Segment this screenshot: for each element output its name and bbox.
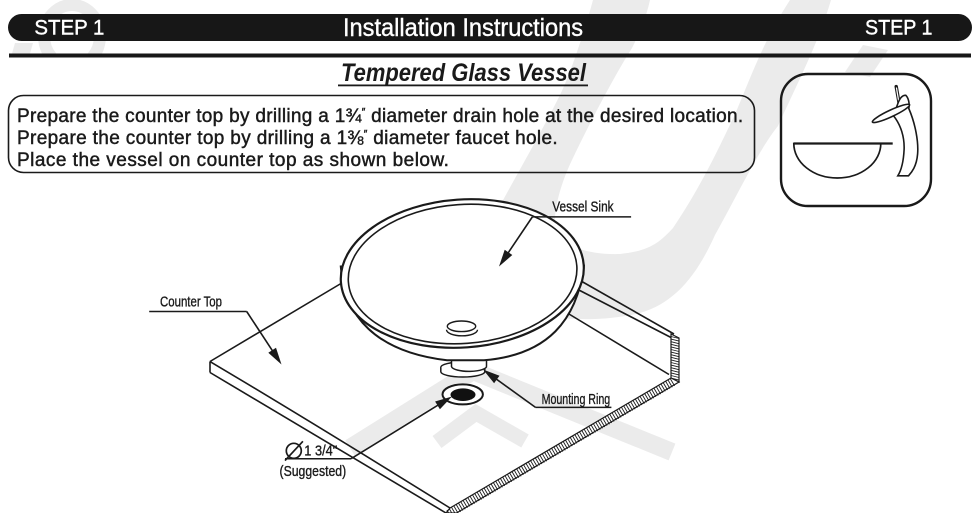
svg-text:STEP 1: STEP 1 [34,16,104,39]
svg-text:Mounting Ring: Mounting Ring [542,391,611,408]
svg-text:Counter Top: Counter Top [160,294,222,311]
svg-text:Place the vessel on counter to: Place the vessel on counter top as shown… [17,150,449,171]
svg-text:Tempered Glass Vessel: Tempered Glass Vessel [341,59,587,87]
svg-text:1 3/4": 1 3/4" [304,443,337,460]
svg-text:Installation Instructions: Installation Instructions [343,14,583,42]
svg-text:Vessel Sink: Vessel Sink [552,198,614,215]
svg-text:STEP 1: STEP 1 [865,16,933,39]
svg-text:Prepare the counter top by dri: Prepare the counter top by drilling a 1⅜… [17,128,558,149]
svg-text:(Suggested): (Suggested) [280,463,347,480]
svg-text:Prepare the counter top by dri: Prepare the counter top by drilling a 1¾… [17,106,743,127]
